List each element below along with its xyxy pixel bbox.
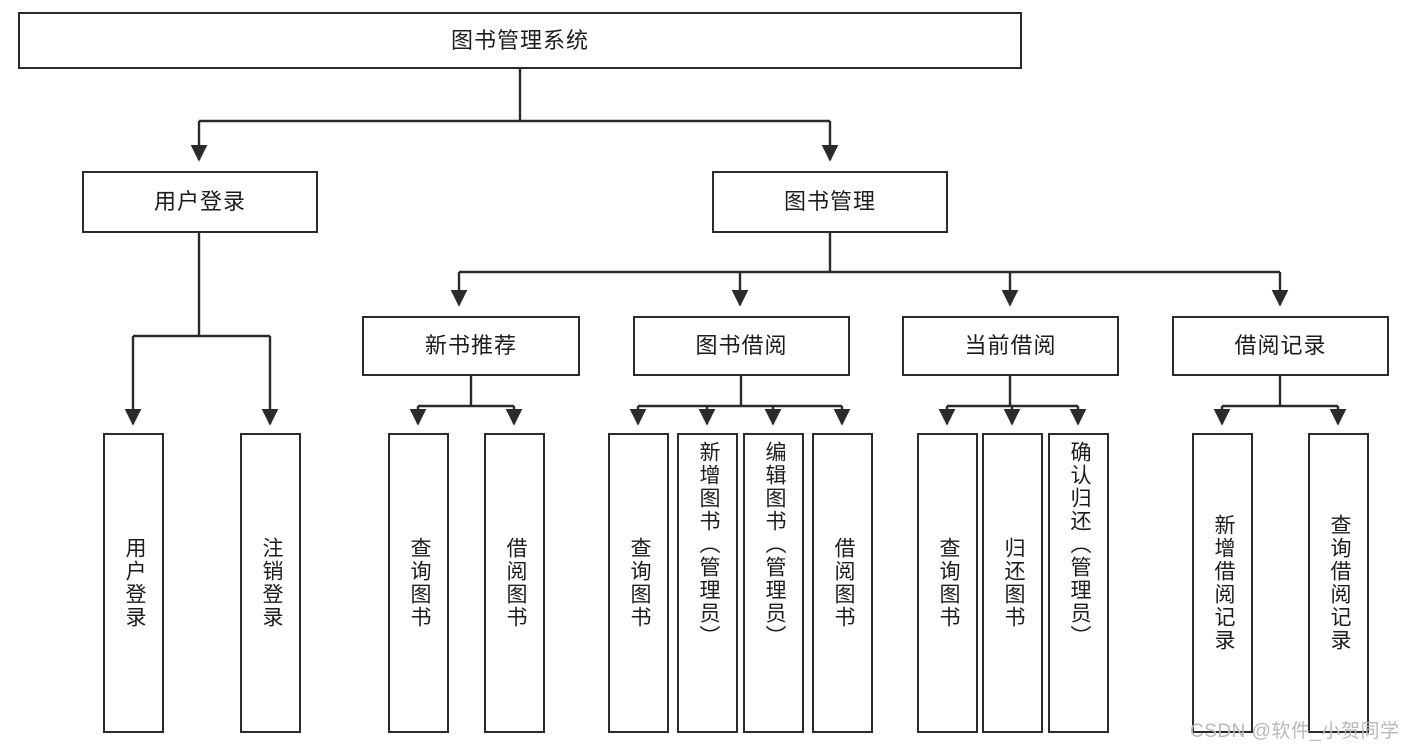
node-current-borrow[interactable]: 当前借阅 (902, 316, 1119, 376)
leaf-user-login-label: 用户登录 (122, 537, 146, 629)
leaf-logout-label: 注销登录 (259, 537, 283, 629)
node-user-login[interactable]: 用户登录 (82, 171, 318, 233)
leaf-query-book-borrow-label: 查询图书 (627, 537, 651, 629)
node-book-management[interactable]: 图书管理 (712, 171, 948, 233)
leaf-add-book-admin[interactable]: 新增图书（管理员） (677, 433, 738, 733)
leaf-return-book-label: 归还图书 (1001, 537, 1025, 629)
node-root-label: 图书管理系统 (450, 27, 589, 53)
leaf-query-book-current[interactable]: 查询图书 (917, 433, 978, 733)
leaf-borrow-book[interactable]: 借阅图书 (812, 433, 873, 733)
node-root[interactable]: 图书管理系统 (18, 12, 1022, 69)
leaf-borrow-book-recommend[interactable]: 借阅图书 (484, 433, 545, 733)
leaf-confirm-return-admin-label: 确认归还（管理员） (1067, 441, 1091, 648)
leaf-borrow-book-recommend-label: 借阅图书 (503, 537, 527, 629)
node-user-login-label: 用户登录 (153, 189, 246, 215)
leaf-query-book-current-label: 查询图书 (936, 537, 960, 629)
leaf-user-login[interactable]: 用户登录 (103, 433, 164, 733)
leaf-query-book-recommend[interactable]: 查询图书 (388, 433, 449, 733)
leaf-add-borrow-record-label: 新增借阅记录 (1211, 514, 1235, 652)
leaf-edit-book-admin[interactable]: 编辑图书（管理员） (743, 433, 804, 733)
watermark-text: CSDN @软件_小贺同学 (1190, 721, 1400, 742)
leaf-add-book-admin-label: 新增图书（管理员） (696, 441, 720, 648)
leaf-confirm-return-admin[interactable]: 确认归还（管理员） (1048, 433, 1109, 733)
node-book-borrow[interactable]: 图书借阅 (633, 316, 850, 376)
leaf-query-book-recommend-label: 查询图书 (407, 537, 431, 629)
leaf-edit-book-admin-label: 编辑图书（管理员） (762, 441, 786, 648)
node-borrow-record-label: 借阅记录 (1234, 333, 1327, 359)
node-new-book-recommend-label: 新书推荐 (424, 333, 517, 359)
leaf-logout[interactable]: 注销登录 (240, 433, 301, 733)
leaf-borrow-book-label: 借阅图书 (831, 537, 855, 629)
leaf-query-book-borrow[interactable]: 查询图书 (608, 433, 669, 733)
node-current-borrow-label: 当前借阅 (964, 333, 1057, 359)
node-book-management-label: 图书管理 (783, 189, 876, 215)
node-book-borrow-label: 图书借阅 (695, 333, 788, 359)
leaf-query-borrow-record[interactable]: 查询借阅记录 (1308, 433, 1369, 733)
node-borrow-record[interactable]: 借阅记录 (1172, 316, 1389, 376)
leaf-add-borrow-record[interactable]: 新增借阅记录 (1192, 433, 1253, 733)
leaf-query-borrow-record-label: 查询借阅记录 (1327, 514, 1351, 652)
node-new-book-recommend[interactable]: 新书推荐 (362, 316, 580, 376)
leaf-return-book[interactable]: 归还图书 (982, 433, 1043, 733)
